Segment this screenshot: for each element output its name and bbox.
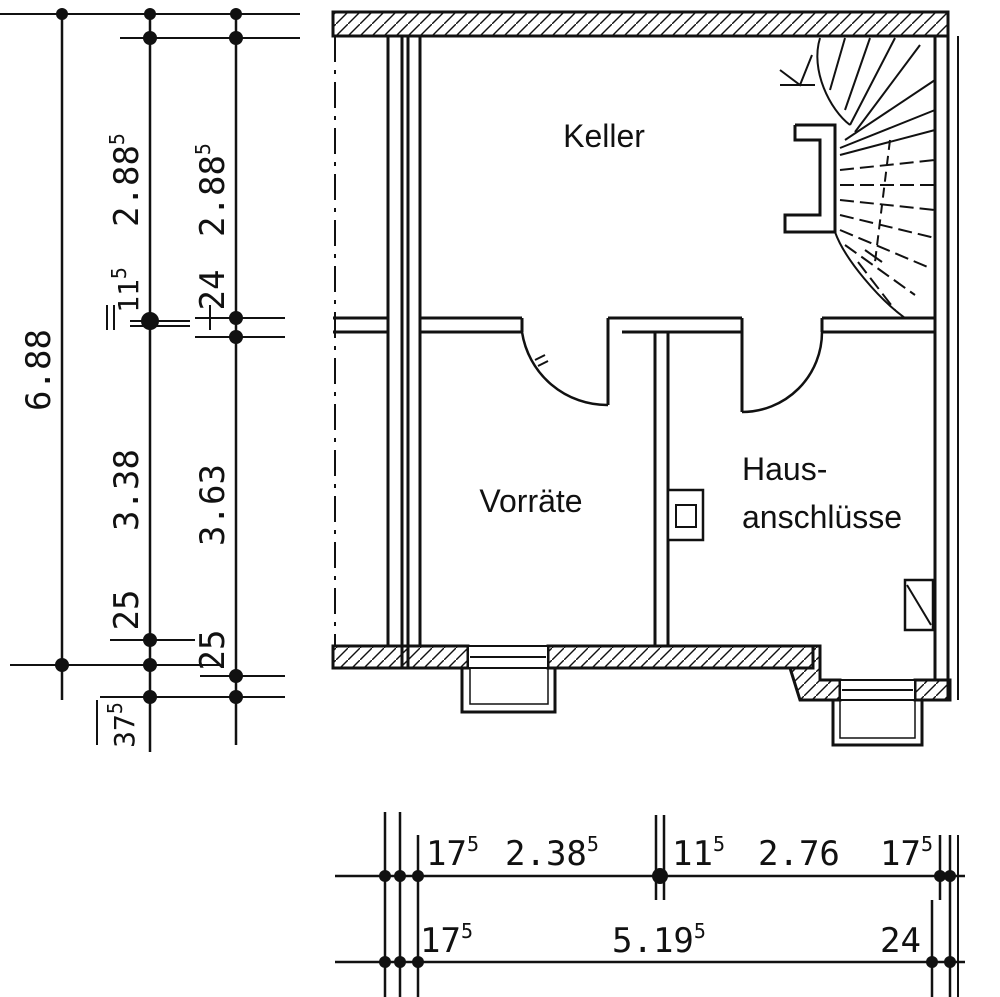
dim-row1-a: 175	[426, 832, 479, 874]
vertical-dimension-lines	[0, 13, 300, 752]
dim-left-low: 3.38	[107, 449, 147, 531]
room-label-haus-line2: anschlüsse	[742, 499, 902, 535]
dim-row1-e: 175	[880, 832, 933, 874]
dim-row1-d: 2.76	[758, 834, 840, 874]
dim-row1-b: 2.385	[505, 832, 599, 874]
dim-row1-c: 115	[672, 832, 725, 874]
dim-row2-b: 5.195	[612, 919, 706, 961]
room-label-haus-line1: Haus-	[742, 451, 827, 487]
dim-row2-a: 175	[420, 919, 473, 961]
dim-right-bottom: 25	[193, 630, 233, 671]
dim-right-top: 2.885	[191, 143, 233, 237]
dim-left-base: 375	[103, 702, 141, 748]
dimension-nodes	[55, 8, 243, 704]
walls	[331, 10, 959, 702]
room-labels: Keller Vorräte Haus- anschlüsse	[479, 118, 902, 535]
dim-row2-c: 24	[880, 921, 921, 961]
vertical-dimension-labels: 6.88 2.885 115 3.38 25 375 2.885 24 3.63…	[19, 133, 233, 748]
dim-right-low: 3.63	[193, 464, 233, 546]
room-label-vorraete: Vorräte	[479, 483, 582, 519]
dim-left-bottom: 25	[107, 590, 147, 631]
dim-overall: 6.88	[19, 329, 59, 411]
dim-left-top: 2.885	[105, 133, 147, 227]
doors	[520, 331, 824, 414]
utility-fixtures	[666, 488, 935, 632]
dim-left-mid: 115	[107, 267, 145, 313]
horizontal-dimension-labels: 175 2.385 115 2.76 175 175 5.195 24	[420, 832, 933, 961]
staircase	[779, 37, 936, 319]
windows	[460, 645, 924, 747]
horizontal-dimension-nodes	[379, 868, 956, 968]
room-label-keller: Keller	[563, 118, 645, 154]
dim-right-mid: 24	[193, 270, 233, 311]
